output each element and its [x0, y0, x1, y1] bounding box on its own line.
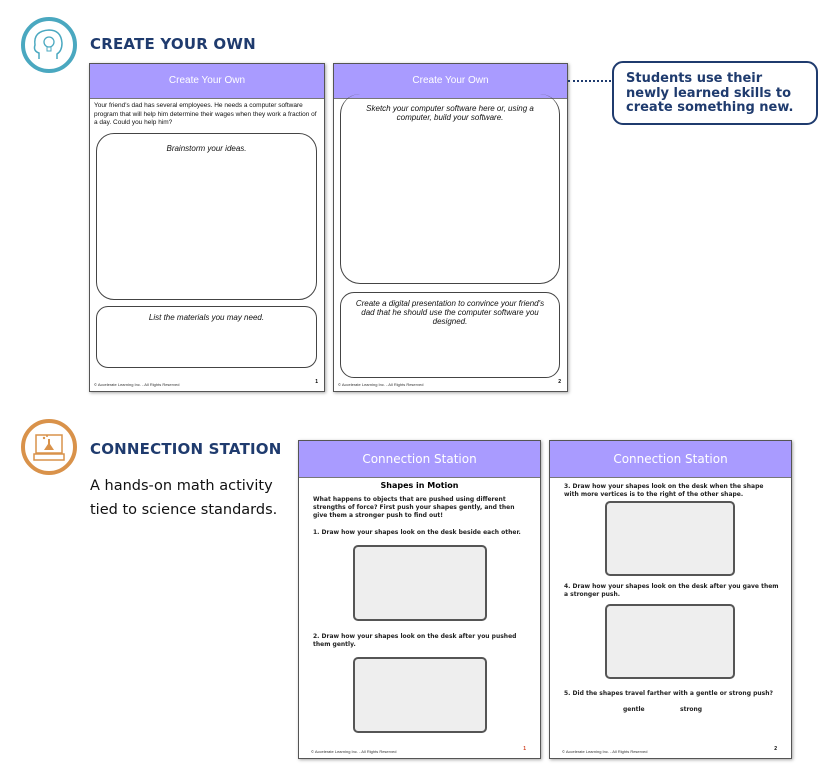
copyright: © Accelerate Learning Inc. - All Rights …	[311, 749, 397, 754]
laptop-flask-icon	[21, 419, 77, 475]
question-2: 2. Draw how your shapes look on the desk…	[313, 633, 517, 648]
materials-box: List the materials you may need.	[96, 306, 317, 368]
worksheet-title: Shapes in Motion	[380, 481, 459, 490]
copyright: © Accelerate Learning Inc. - All Rights …	[562, 749, 648, 754]
page-header: Connection Station	[299, 441, 540, 478]
drawing-box	[353, 657, 487, 733]
option-strong: strong	[680, 706, 703, 713]
intro-text: What happens to objects that are pushed …	[313, 496, 515, 519]
head-lightbulb-icon	[21, 17, 77, 73]
presentation-box: Create a digital presentation to convinc…	[340, 292, 560, 378]
description-line: tied to science standards.	[90, 502, 278, 518]
question-4: 4. Draw how your shapes look on the desk…	[564, 583, 779, 598]
page-header: Create Your Own	[334, 64, 567, 99]
drawing-box	[605, 604, 735, 679]
brainstorm-box: Brainstorm your ideas.	[96, 133, 317, 300]
section-description: A hands-on math activity tied to science…	[90, 474, 277, 522]
page-header: Create Your Own	[90, 64, 324, 99]
page-number: 1	[523, 746, 526, 752]
worksheet-page: Create Your Own Your friend's dad has se…	[89, 63, 325, 392]
callout-text: Students use their newly learned skills …	[612, 61, 818, 125]
callout-connector	[568, 80, 611, 82]
worksheet-page: Create Your Own Sketch your computer sof…	[333, 63, 568, 392]
page-header: Connection Station	[550, 441, 791, 478]
copyright: © Accelerate Learning Inc. - All Rights …	[338, 382, 424, 387]
description-line: A hands-on math activity	[90, 478, 273, 494]
worksheet-page: Connection Station 3. Draw how your shap…	[549, 440, 792, 759]
drawing-box	[605, 501, 735, 576]
drawing-box	[353, 545, 487, 621]
section-title: CONNECTION STATION	[90, 440, 282, 458]
intro-text: Your friend's dad has several employees.…	[94, 102, 317, 126]
option-gentle: gentle	[623, 706, 645, 713]
page-number: 2	[558, 379, 561, 385]
copyright: © Accelerate Learning Inc. - All Rights …	[94, 382, 180, 387]
question-1: 1. Draw how your shapes look on the desk…	[313, 529, 521, 536]
page-number: 2	[774, 746, 777, 752]
section-title: CREATE YOUR OWN	[90, 35, 256, 53]
page-number: 1	[315, 379, 318, 385]
question-3: 3. Draw how your shapes look on the desk…	[564, 483, 764, 498]
question-5: 5. Did the shapes travel farther with a …	[564, 690, 773, 697]
sketch-box: Sketch your computer software here or, u…	[340, 94, 560, 284]
worksheet-page: Connection Station Shapes in Motion What…	[298, 440, 541, 759]
